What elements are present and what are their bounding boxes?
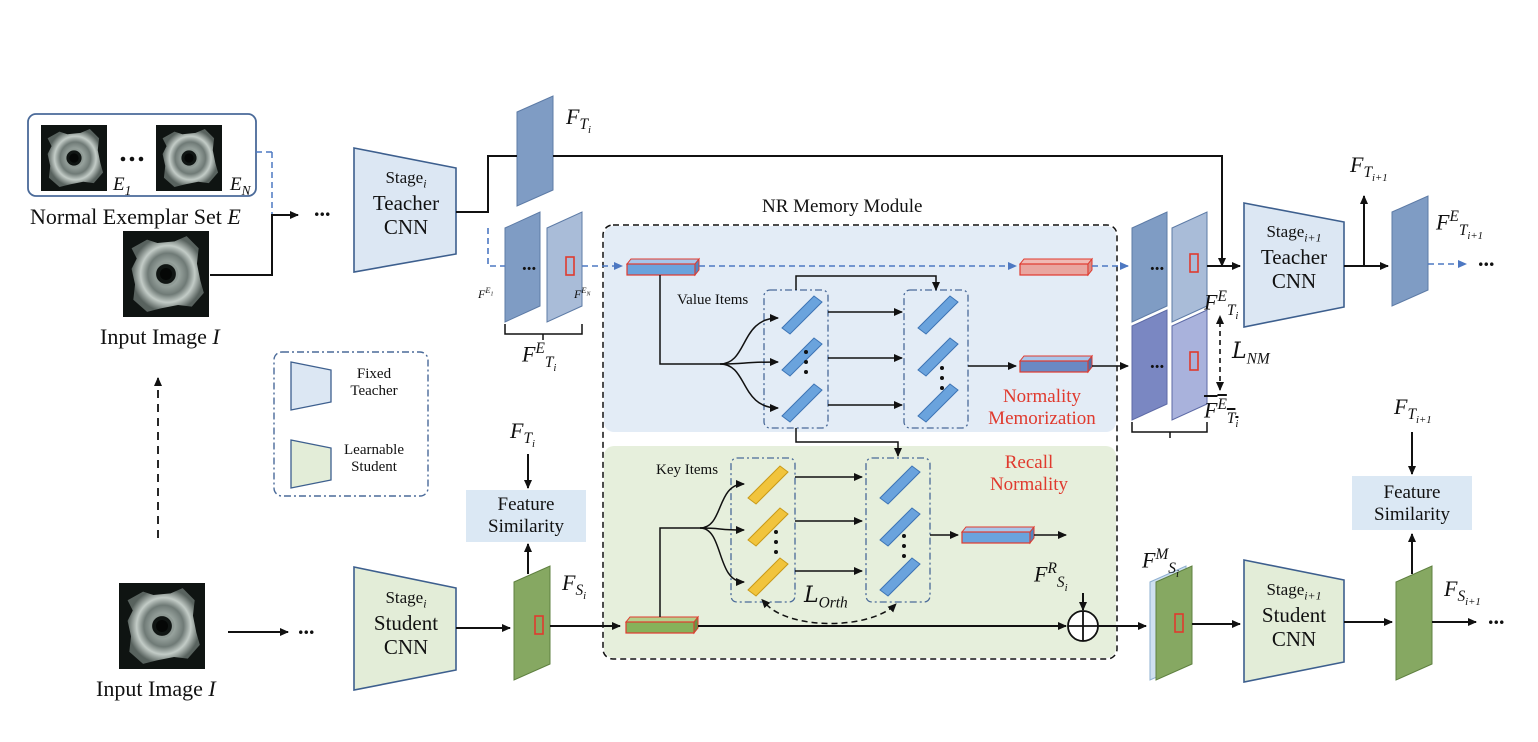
student-stage-i1-label: Stagei+1 Student CNN bbox=[1261, 580, 1327, 652]
feature-map-right-mem-1 bbox=[1131, 309, 1168, 421]
exemplar-en-label: EN bbox=[230, 174, 251, 198]
label-fsi1: FSi+1 bbox=[1444, 576, 1481, 609]
exemplar-set-label: Normal Exemplar Set E bbox=[30, 204, 241, 229]
label-fti-e1: FE1 bbox=[478, 286, 494, 301]
label-fti-en: FEN bbox=[574, 286, 591, 301]
ellipsis-fte: ... bbox=[522, 254, 537, 275]
input-image-bottom-label: Input Image I bbox=[96, 676, 216, 701]
exemplar-e1-label: E1 bbox=[113, 174, 132, 198]
brace-right bbox=[1131, 422, 1208, 438]
query-token-top bbox=[625, 257, 701, 277]
teacher-stage-i1 bbox=[1243, 202, 1345, 328]
output-token-top bbox=[1018, 257, 1094, 277]
label-fte-brace: FETi bbox=[522, 340, 557, 374]
input-image-top bbox=[122, 231, 210, 317]
feature-map-right-top-1 bbox=[1131, 211, 1168, 323]
teacher-stage-i-label: Stagei Teacher CNN bbox=[372, 168, 440, 240]
label-lnm: LNM bbox=[1232, 339, 1270, 368]
label-fte-right: FETi bbox=[1204, 288, 1239, 322]
memory-module-title: NR Memory Module bbox=[762, 196, 923, 217]
label-fsim: FMSi bbox=[1142, 546, 1179, 580]
memory-value-bg bbox=[604, 226, 1116, 432]
memory-key-bg bbox=[604, 446, 1116, 658]
key-items-label: Key Items bbox=[656, 462, 719, 478]
label-fti1-top: FTi+1 bbox=[1350, 152, 1388, 185]
student-token bbox=[624, 615, 700, 635]
feature-map-fsi1 bbox=[1395, 565, 1433, 681]
sum-operator bbox=[1067, 610, 1099, 642]
exemplar-image-en bbox=[154, 125, 224, 191]
legend-frame bbox=[273, 351, 429, 497]
student-stage-i bbox=[353, 566, 457, 691]
label-fsir: FRSi bbox=[1034, 560, 1068, 594]
feature-map-fti-e1 bbox=[504, 211, 541, 323]
value-items-slabs bbox=[781, 295, 959, 423]
student-stage-i1 bbox=[1243, 559, 1345, 683]
recall-token bbox=[960, 525, 1036, 545]
ellipsis-teacher-output: ... bbox=[1478, 246, 1495, 271]
teacher-stage-i bbox=[353, 147, 457, 273]
memory-module-frame bbox=[602, 224, 1118, 660]
student-stage-i-label: Stagei Student CNN bbox=[373, 588, 439, 660]
exemplar-set bbox=[27, 113, 273, 215]
ellipsis-right-mem: ... bbox=[1150, 352, 1165, 373]
label-fte-memorized: FETi bbox=[1204, 396, 1239, 430]
label-fti-sim-left: FTi bbox=[510, 418, 536, 451]
key-items-slabs bbox=[747, 465, 921, 597]
label-fti1-e: FETi+1 bbox=[1436, 208, 1484, 242]
ellipsis-student-output: ... bbox=[1488, 604, 1505, 629]
feature-similarity-left-box bbox=[466, 490, 586, 542]
feature-similarity-right-box bbox=[1352, 476, 1472, 530]
label-fsi: FSi bbox=[562, 570, 587, 603]
label-fti-top: FTi bbox=[566, 104, 592, 137]
legend-fixed-teacher-swatch bbox=[290, 361, 332, 411]
orth-loss-curve bbox=[761, 598, 897, 625]
input-image-top-label: Input Image I bbox=[100, 324, 220, 349]
ellipsis-teacher-input: ... bbox=[314, 196, 331, 221]
label-fti1-sim-right: FTi+1 bbox=[1394, 394, 1432, 427]
exemplar-image-e1 bbox=[39, 125, 109, 191]
memorized-token bbox=[1018, 354, 1094, 374]
key-items-group-2 bbox=[865, 457, 931, 603]
value-items-label: Value Items bbox=[677, 292, 749, 308]
teacher-stage-i1-label: Stagei+1 Teacher CNN bbox=[1260, 222, 1328, 294]
exemplar-ellipsis bbox=[120, 156, 126, 162]
ellipsis-student-input: ... bbox=[298, 614, 315, 639]
feature-map-fsi bbox=[513, 565, 551, 681]
feature-map-fti bbox=[516, 95, 554, 207]
feature-map-fti-en bbox=[546, 211, 583, 323]
feature-map-fsim bbox=[1155, 565, 1193, 681]
orth-loss-label: LOrth bbox=[804, 583, 848, 612]
legend-learnable-student-swatch bbox=[290, 439, 332, 489]
feature-map-fti1 bbox=[1391, 195, 1429, 307]
exemplar-set-frame bbox=[27, 113, 257, 197]
brace-fte bbox=[504, 324, 583, 340]
ellipsis-right-top: ... bbox=[1150, 254, 1165, 275]
input-image-bottom bbox=[118, 583, 206, 669]
